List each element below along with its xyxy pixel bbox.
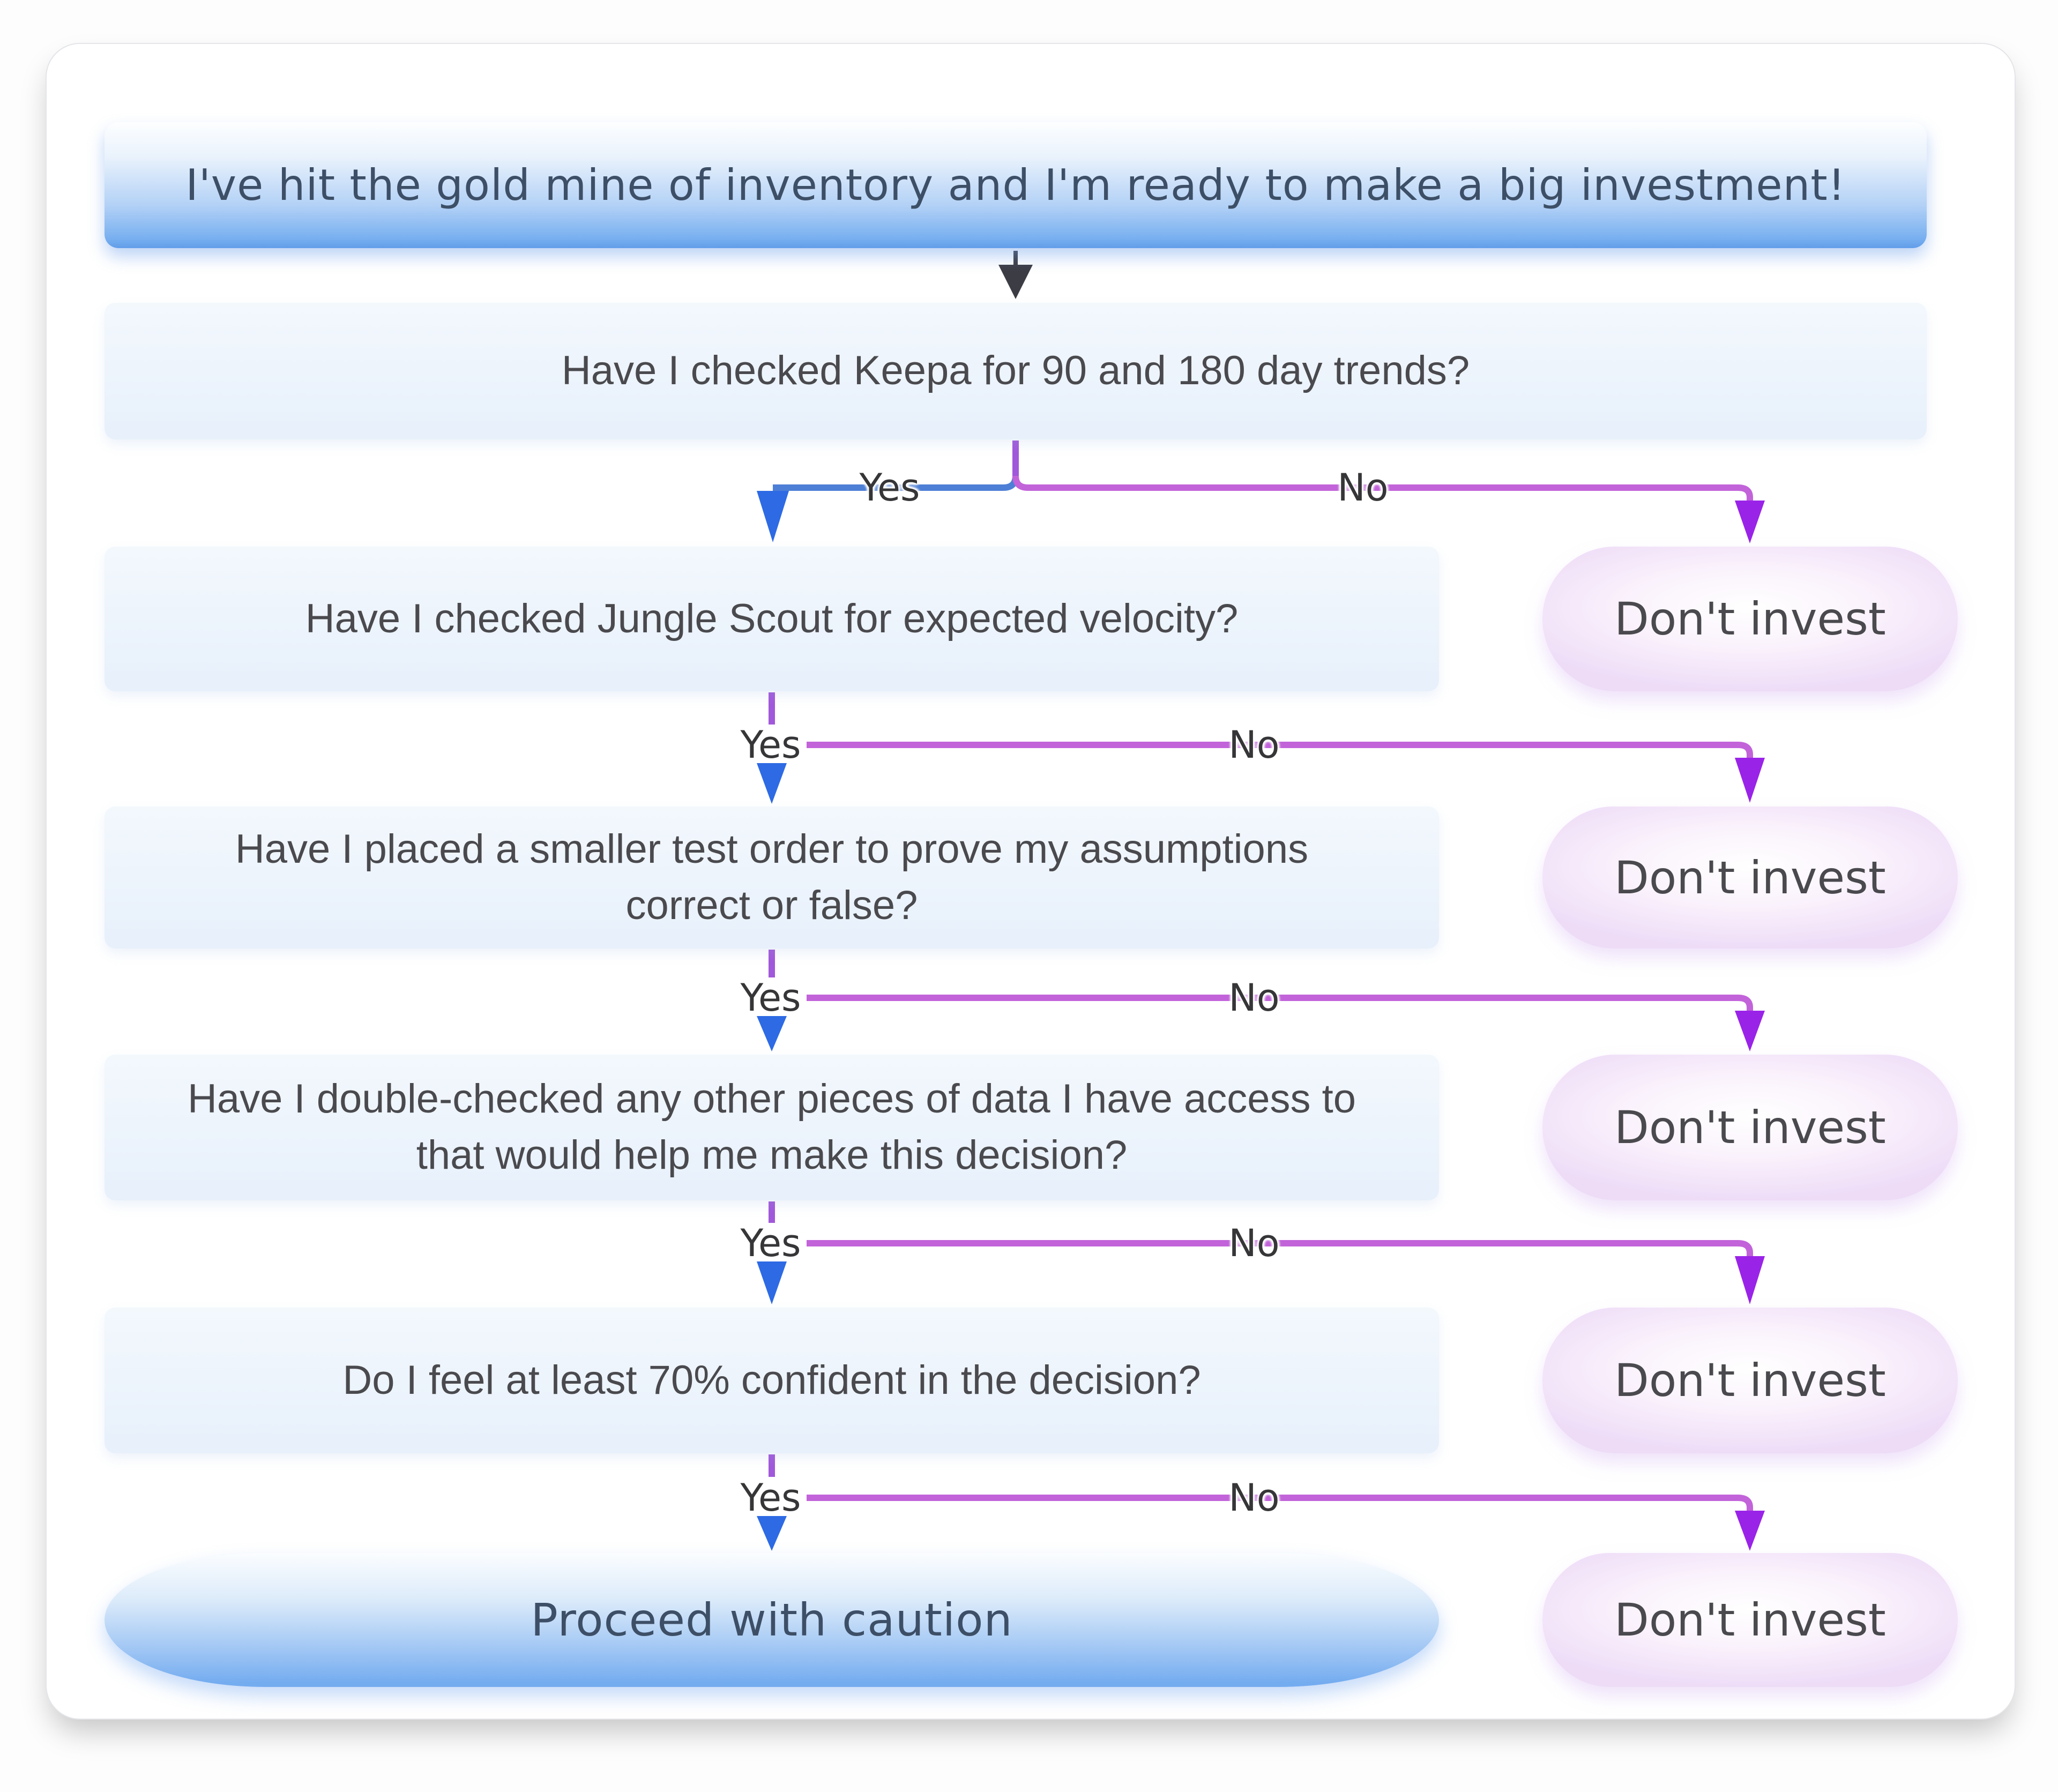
question-node-1: Have I checked Keepa for 90 and 180 day … <box>105 303 1927 439</box>
start-node: I've hit the gold mine of inventory and … <box>105 122 1927 248</box>
branch4-yes-label: Yes <box>740 1221 801 1265</box>
branch1-yes-label: Yes <box>859 466 920 510</box>
branch5-no-label: No <box>1228 1476 1280 1520</box>
question-node-2: Have I checked Jungle Scout for expected… <box>105 547 1439 691</box>
branch2-yes-label: Yes <box>740 723 801 767</box>
start-node-label: I've hit the gold mine of inventory and … <box>185 160 1846 210</box>
branch1-no-label: No <box>1337 466 1389 510</box>
outcome-pill-1: Don't invest <box>1542 547 1958 691</box>
proceed-node-label: Proceed with caution <box>531 1594 1013 1646</box>
question-2-text: Have I checked Jungle Scout for expected… <box>305 595 1239 641</box>
outcome-pill-3: Don't invest <box>1542 1055 1958 1200</box>
outcome-pill-5: Don't invest <box>1542 1553 1958 1687</box>
branch4-no-label: No <box>1228 1221 1280 1265</box>
branch3-yes-label: Yes <box>740 976 801 1020</box>
question-1-text: Have I checked Keepa for 90 and 180 day … <box>561 348 1470 394</box>
outcome-pill-4-label: Don't invest <box>1614 1354 1886 1407</box>
question-node-5: Do I feel at least 70% confident in the … <box>105 1308 1439 1453</box>
question-node-3: Have I placed a smaller test order to pr… <box>105 807 1439 949</box>
question-3-text: Have I placed a smaller test order to pr… <box>235 826 1309 928</box>
question-node-4: Have I double-checked any other pieces o… <box>105 1055 1439 1200</box>
outcome-pill-1-label: Don't invest <box>1614 593 1886 645</box>
branch5-yes-label: Yes <box>740 1476 801 1520</box>
outcome-pill-2-label: Don't invest <box>1614 851 1886 904</box>
outcome-pill-5-label: Don't invest <box>1614 1594 1886 1646</box>
outcome-pill-4: Don't invest <box>1542 1308 1958 1453</box>
question-4-text: Have I double-checked any other pieces o… <box>188 1076 1356 1178</box>
outcome-pill-3-label: Don't invest <box>1614 1101 1886 1154</box>
outcome-pill-2: Don't invest <box>1542 807 1958 949</box>
branch2-no-label: No <box>1228 723 1280 767</box>
branch3-no-label: No <box>1228 976 1280 1020</box>
proceed-node: Proceed with caution <box>105 1553 1439 1687</box>
question-5-text: Do I feel at least 70% confident in the … <box>342 1357 1201 1403</box>
